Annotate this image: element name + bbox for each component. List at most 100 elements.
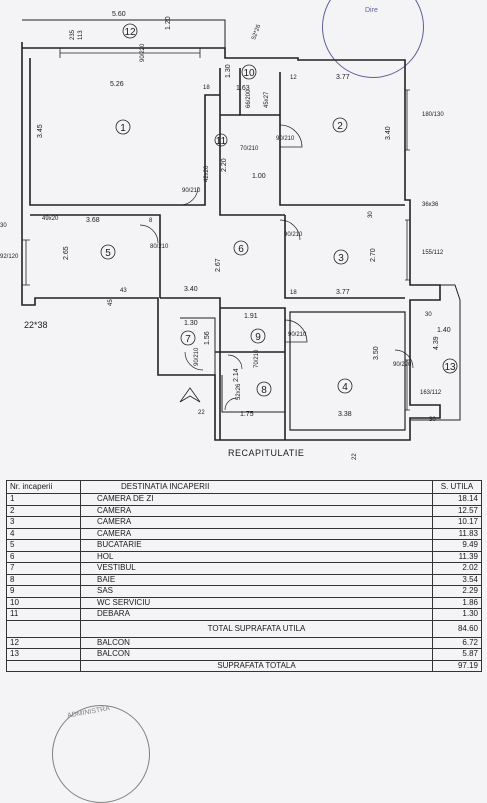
- dim-label: 1.00: [252, 173, 266, 180]
- total-label: SUPRAFATA TOTALA: [80, 659, 433, 672]
- dim-label: 22: [352, 453, 358, 460]
- dim-label: 3.50: [373, 346, 380, 360]
- dim-label: 80/210: [150, 244, 169, 250]
- dim-label: 2.14: [233, 368, 240, 382]
- room-area-cell: 18.14: [432, 493, 482, 506]
- room-number: 5: [105, 248, 111, 259]
- room-number-cell: 8: [6, 573, 81, 586]
- dim-label: 90/210: [194, 347, 200, 366]
- room-number-cell: 12: [6, 636, 81, 649]
- dim-label: 42x20: [204, 165, 210, 182]
- dim-label: 3.77: [336, 289, 350, 296]
- room-name-cell: WC SERVICIU: [80, 596, 433, 609]
- dim-label: 52x26: [236, 383, 242, 400]
- room-number: 10: [243, 68, 255, 79]
- total-util-label: TOTAL SUPRAFATA UTILA: [80, 619, 433, 638]
- room-number-cell: 7: [6, 562, 81, 575]
- room-area-cell: 1.86: [432, 596, 482, 609]
- dim-label: 30: [0, 223, 7, 229]
- dim-label: 90/210: [182, 188, 201, 194]
- dim-label: 2.70: [370, 248, 377, 262]
- dim-label: 90/210: [284, 232, 303, 238]
- dim-label: 1.91: [244, 313, 258, 320]
- room-name-cell: CAMERA DE ZI: [80, 493, 433, 506]
- dim-label: 8: [149, 218, 153, 224]
- room-number-cell: 4: [6, 527, 81, 540]
- room-number: 3: [338, 253, 344, 264]
- room-number: 8: [261, 385, 267, 396]
- room-number: 4: [342, 382, 348, 393]
- room-name-cell: HOL: [80, 550, 433, 563]
- room-number: 12: [124, 27, 136, 38]
- dim-label: 3.38: [338, 411, 352, 418]
- dim-label: 30: [368, 211, 374, 218]
- dim-label: 1.75: [240, 411, 254, 418]
- dim-label: 3.68: [86, 217, 100, 224]
- dim-label: 1.20: [165, 16, 172, 30]
- dim-label: 1.63: [236, 85, 250, 92]
- col-header-area: S. UTILA: [432, 480, 482, 494]
- room-area-cell: 6.72: [432, 636, 482, 649]
- dim-label: 3.77: [336, 74, 350, 81]
- dim-label: 3.40: [184, 286, 198, 293]
- dim-label: 180/130: [422, 112, 444, 118]
- room-number: 6: [238, 244, 244, 255]
- room-area-cell: 9.49: [432, 539, 482, 552]
- col-header-destination: DESTINATIA INCAPERII: [80, 480, 433, 494]
- total-value: 97.19: [432, 659, 482, 672]
- dim-label: 18: [290, 290, 297, 296]
- dim-label: 1.30: [225, 64, 232, 78]
- room-number-cell: 5: [6, 539, 81, 552]
- dim-label: 1.40: [437, 327, 451, 334]
- dim-label: 30: [425, 312, 432, 318]
- dim-label: 5.26: [110, 81, 124, 88]
- dim-label: 3.45: [37, 124, 44, 138]
- dim-label: 45x27: [264, 91, 270, 108]
- room-name-cell: BAIE: [80, 573, 433, 586]
- room-name-cell: CAMERA: [80, 516, 433, 529]
- recap-title: RECAPITULATIE: [228, 448, 305, 458]
- room-area-cell: 1.30: [432, 608, 482, 621]
- pillar-label: 22*38: [24, 320, 48, 330]
- room-name-cell: BALCON: [80, 648, 433, 661]
- room-number: 11: [216, 136, 227, 147]
- room-number: 13: [444, 362, 456, 373]
- dim-label: 2.20: [221, 158, 228, 172]
- dim-label: 70/210: [240, 146, 259, 152]
- stamp-text: ADMINISTRA: [66, 705, 111, 720]
- dim-label: 43: [120, 288, 127, 294]
- room-name-cell: DEBARA: [80, 608, 433, 621]
- total-row: SUPRAFATA TOTALA 97.19: [6, 659, 482, 672]
- table-header-row: Nr. incaperii DESTINATIA INCAPERII S. UT…: [6, 480, 482, 494]
- room-number: 7: [185, 334, 191, 345]
- rooms-table: Nr. incaperii DESTINATIA INCAPERII S. UT…: [6, 480, 482, 672]
- room-area-cell: 2.29: [432, 585, 482, 598]
- room-number-cell: 9: [6, 585, 81, 598]
- floor-plan: 1 2 3 4 5 6 7 8 9 10 11 12 13 5.60 1.20 …: [0, 11, 461, 460]
- dim-label: 2.65: [63, 246, 70, 260]
- dim-label: 30: [429, 417, 436, 423]
- dim-label: 92/120: [0, 254, 19, 260]
- room-name-cell: BALCON: [80, 636, 433, 649]
- dim-label: 1.30: [184, 320, 198, 327]
- dim-label: 90/210: [288, 332, 307, 338]
- room-number-cell: 10: [6, 596, 81, 609]
- room-number-cell: 13: [6, 648, 81, 661]
- dim-label: 5.60: [112, 11, 126, 18]
- room-number: 2: [337, 121, 343, 132]
- dim-label: 90/220: [140, 43, 146, 62]
- stamp-text: Dire: [365, 7, 378, 14]
- room-name-cell: CAMERA: [80, 504, 433, 517]
- total-util-value: 84.60: [432, 619, 482, 638]
